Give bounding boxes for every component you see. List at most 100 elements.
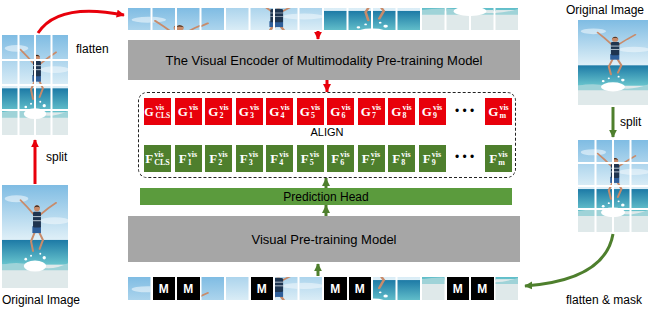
feature-token: Gvis9 xyxy=(419,98,446,125)
token-indices: vis4 xyxy=(279,151,288,167)
token-superscript: vis xyxy=(498,151,507,159)
token-superscript: vis xyxy=(340,151,349,159)
token-subscript: 4 xyxy=(280,112,289,120)
token-subscript: 6 xyxy=(340,159,349,167)
node-text: M xyxy=(330,282,340,296)
feature-token: Fvis6 xyxy=(327,145,354,172)
feature-token: Fvis8 xyxy=(388,145,415,172)
node-text: Prediction Head xyxy=(283,190,368,204)
flatten-arrow xyxy=(38,11,124,33)
token-superscript: vis xyxy=(188,151,197,159)
prediction-head: Prediction Head xyxy=(140,188,512,205)
token-indices: vis6 xyxy=(341,104,350,120)
split-arrow xyxy=(612,107,615,137)
token-subscript: CLS xyxy=(154,159,170,167)
token-subscript: 2 xyxy=(218,159,227,167)
feature-token: Gvis8 xyxy=(388,98,415,125)
node-text: Visual Pre-training Model xyxy=(252,232,397,247)
strip-arrow xyxy=(317,31,320,39)
token-superscript: vis xyxy=(279,151,288,159)
token-indices: vis3 xyxy=(250,104,259,120)
align-label: ALIGN xyxy=(139,126,515,139)
token-indices: vis2 xyxy=(219,104,228,120)
feature-token: FvisCLS xyxy=(144,145,171,172)
connector-arrow xyxy=(325,205,328,216)
feature-token: Gvis3 xyxy=(236,98,263,125)
token-subscript: 3 xyxy=(249,159,258,167)
node-text: M xyxy=(183,282,193,296)
token-superscript: vis xyxy=(341,104,350,112)
connector-arrow xyxy=(325,178,328,188)
connector-arrow xyxy=(326,80,329,92)
feature-token: Fvis7 xyxy=(358,145,385,172)
feature-token: Fvis3 xyxy=(236,145,263,172)
token-indices: visCLS xyxy=(154,151,170,167)
token-indices: vis9 xyxy=(432,151,441,167)
token-superscript: vis xyxy=(249,151,258,159)
token-superscript: vis xyxy=(280,104,289,112)
token-letter: F xyxy=(240,152,248,165)
feature-token: Gvis7 xyxy=(358,98,385,125)
feature-token: Gvis6 xyxy=(327,98,354,125)
token-superscript: vis xyxy=(372,104,381,112)
token-indices: vis3 xyxy=(249,151,258,167)
token-superscript: vis xyxy=(310,151,319,159)
token-letter: G xyxy=(422,105,432,118)
feature-token: Fvis1 xyxy=(175,145,202,172)
token-indices: vis4 xyxy=(280,104,289,120)
encoder-box: The Visual Encoder of Multimodality Pre-… xyxy=(128,40,520,80)
token-letter: G xyxy=(144,105,153,117)
node-text: The Visual Encoder of Multimodality Pre-… xyxy=(166,53,483,68)
token-subscript: 7 xyxy=(372,112,381,120)
feature-token: Gvis5 xyxy=(297,98,324,125)
patch-image xyxy=(134,277,226,311)
token-superscript: vis xyxy=(218,151,227,159)
token-letter: F xyxy=(392,152,400,165)
token-superscript: vis xyxy=(432,151,441,159)
ellipsis: • • • xyxy=(455,104,474,118)
token-superscript: vis xyxy=(499,104,508,112)
token-indices: visCLS xyxy=(156,104,171,119)
split-arrow xyxy=(34,140,37,184)
token-letter: G xyxy=(208,105,218,118)
token-indices: vis9 xyxy=(433,104,442,120)
annotation: flatten & mask xyxy=(566,293,642,307)
token-letter: F xyxy=(209,152,217,165)
token-indices: vis8 xyxy=(402,104,411,120)
node-text: M xyxy=(257,282,267,296)
feature-token: Fvis2 xyxy=(205,145,232,172)
node-text: M xyxy=(159,282,169,296)
feature-token: Fvis4 xyxy=(266,145,293,172)
feature-token: Fvism xyxy=(485,145,512,172)
patch-strips xyxy=(128,0,520,311)
token-indices: vis6 xyxy=(340,151,349,167)
token-subscript: 2 xyxy=(219,112,228,120)
patch-image xyxy=(428,0,520,30)
token-subscript: m xyxy=(498,159,507,167)
token-letter: G xyxy=(239,105,249,118)
token-superscript: vis xyxy=(311,104,320,112)
token-superscript: vis xyxy=(402,104,411,112)
mask-patch: M xyxy=(447,277,470,300)
flow-arrows xyxy=(35,11,613,286)
feature-token: Gvis1 xyxy=(175,98,202,125)
token-letter: G xyxy=(178,105,188,118)
token-indices: vis8 xyxy=(401,151,410,167)
token-indices: vis2 xyxy=(218,151,227,167)
original-image-right xyxy=(578,20,649,105)
mask-patch: M xyxy=(324,277,347,300)
feature-token: Fvis5 xyxy=(297,145,324,172)
token-superscript: vis xyxy=(219,104,228,112)
token-subscript: m xyxy=(499,112,508,120)
token-subscript: 9 xyxy=(432,159,441,167)
token-indices: vism xyxy=(499,104,508,120)
token-letter: G xyxy=(361,105,371,118)
patch-image xyxy=(232,254,324,311)
split-image-right xyxy=(578,140,649,232)
token-subscript: 1 xyxy=(188,159,197,167)
token-superscript: vis xyxy=(371,151,380,159)
mask-patch: M xyxy=(471,277,494,300)
flatten-mask-arrow xyxy=(525,234,613,286)
feature-token: Gvis4 xyxy=(266,98,293,125)
